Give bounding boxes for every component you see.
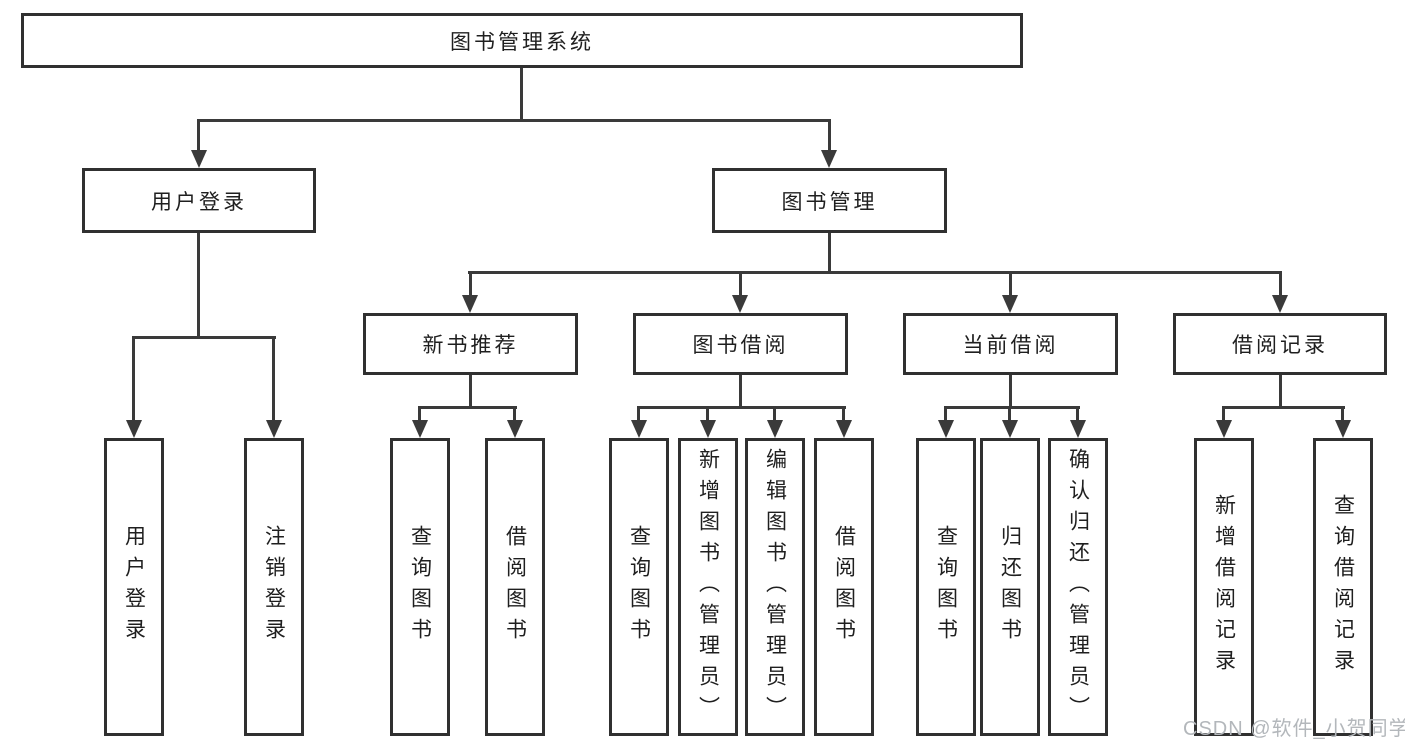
- connector-borrow-rail: [637, 406, 846, 409]
- node-label: 新书推荐: [422, 334, 519, 357]
- connector-recommend-stem: [469, 375, 472, 409]
- leaf-borrow-books-borrow: 借阅图书: [814, 438, 874, 736]
- connector-leaf-stem: [1222, 406, 1225, 422]
- leaf-logout: 注销登录: [244, 438, 304, 736]
- arrowhead-down-icon: [1216, 420, 1232, 438]
- arrowhead-down-icon: [1272, 295, 1288, 313]
- connector-borrow-stem: [739, 375, 742, 409]
- leaf-query-books-recommend: 查询图书: [390, 438, 450, 736]
- connector-to-leaf-user-login: [132, 336, 135, 422]
- connector-leaf-stem: [637, 406, 640, 422]
- node-label: 图书借阅: [692, 334, 789, 357]
- connector-to-borrow: [739, 271, 742, 297]
- leaf-edit-books-admin: 编辑图书（管理员）: [745, 438, 805, 736]
- leaf-query-books-current: 查询图书: [916, 438, 976, 736]
- leaf-label: 查询借阅记录: [1331, 494, 1355, 680]
- leaf-add-books-admin: 新增图书（管理员）: [678, 438, 738, 736]
- connector-leaf-stem: [1076, 406, 1079, 422]
- connector-leaf-stem: [418, 406, 421, 422]
- leaf-return-books: 归还图书: [980, 438, 1040, 736]
- node-label: 当前借阅: [962, 334, 1059, 357]
- leaf-label: 用户登录: [122, 525, 146, 649]
- connector-to-leaf-logout: [272, 336, 275, 422]
- leaf-label: 新增借阅记录: [1212, 494, 1236, 680]
- leaf-label: 查询图书: [627, 525, 651, 649]
- arrowhead-down-icon: [507, 420, 523, 438]
- leaf-add-borrow-record: 新增借阅记录: [1194, 438, 1254, 736]
- arrowhead-down-icon: [191, 150, 207, 168]
- node-label: 用户登录: [151, 190, 247, 214]
- connector-leaf-stem: [842, 406, 845, 422]
- leaf-label: 注销登录: [262, 525, 286, 649]
- connector-records-rail: [1222, 406, 1345, 409]
- node-label: 图书管理: [781, 190, 878, 214]
- connector-to-recommend: [469, 271, 472, 297]
- connector-leaf-stem: [1008, 406, 1011, 422]
- node-library-management-system: 图书管理系统: [21, 13, 1023, 68]
- arrowhead-down-icon: [126, 420, 142, 438]
- connector-user-login-rail: [132, 336, 276, 339]
- node-current-borrowing: 当前借阅: [903, 313, 1118, 375]
- connector-to-records: [1279, 271, 1282, 297]
- csdn-watermark: CSDN @软件_小贺同学: [1183, 718, 1405, 740]
- arrowhead-down-icon: [1002, 420, 1018, 438]
- connector-to-user-login: [197, 119, 200, 152]
- leaf-borrow-books-recommend: 借阅图书: [485, 438, 545, 736]
- arrowhead-down-icon: [938, 420, 954, 438]
- connector-leaf-stem: [944, 406, 947, 422]
- leaf-label: 归还图书: [998, 525, 1022, 649]
- node-borrowing-records: 借阅记录: [1173, 313, 1387, 375]
- connector-to-book-management: [828, 119, 831, 152]
- arrowhead-down-icon: [631, 420, 647, 438]
- arrowhead-down-icon: [1002, 295, 1018, 313]
- arrowhead-down-icon: [1070, 420, 1086, 438]
- arrowhead-down-icon: [732, 295, 748, 313]
- connector-book-management-rail: [468, 271, 1282, 274]
- leaf-label: 借阅图书: [832, 525, 856, 649]
- node-user-login: 用户登录: [82, 168, 316, 233]
- connector-leaf-stem: [706, 406, 709, 422]
- connector-leaf-stem: [513, 406, 516, 422]
- leaf-query-borrow-record: 查询借阅记录: [1313, 438, 1373, 736]
- connector-book-management-stem: [828, 233, 831, 274]
- leaf-label: 新增图书（管理员）: [696, 447, 720, 727]
- arrowhead-down-icon: [462, 295, 478, 313]
- leaf-user-login: 用户登录: [104, 438, 164, 736]
- arrowhead-down-icon: [266, 420, 282, 438]
- connector-root-stem: [520, 68, 523, 119]
- leaf-query-books-borrow: 查询图书: [609, 438, 669, 736]
- leaf-label: 查询图书: [934, 525, 958, 649]
- leaf-label: 编辑图书（管理员）: [763, 447, 787, 727]
- connector-recommend-rail: [418, 406, 517, 409]
- connector-current-stem: [1009, 375, 1012, 409]
- node-book-management: 图书管理: [712, 168, 947, 233]
- leaf-label: 确认归还（管理员）: [1066, 447, 1090, 727]
- arrowhead-down-icon: [1335, 420, 1351, 438]
- arrowhead-down-icon: [821, 150, 837, 168]
- arrowhead-down-icon: [836, 420, 852, 438]
- connector-leaf-stem: [773, 406, 776, 422]
- connector-root-rail: [197, 119, 831, 122]
- arrowhead-down-icon: [412, 420, 428, 438]
- leaf-label: 借阅图书: [503, 525, 527, 649]
- connector-leaf-stem: [1341, 406, 1344, 422]
- connector-to-current: [1009, 271, 1012, 297]
- node-book-borrowing: 图书借阅: [633, 313, 848, 375]
- node-label: 图书管理系统: [450, 30, 594, 54]
- connector-user-login-stem: [197, 233, 200, 339]
- arrowhead-down-icon: [767, 420, 783, 438]
- connector-records-stem: [1279, 375, 1282, 409]
- arrowhead-down-icon: [700, 420, 716, 438]
- leaf-label: 查询图书: [408, 525, 432, 649]
- node-label: 借阅记录: [1232, 334, 1328, 357]
- connector-current-rail: [944, 406, 1080, 409]
- leaf-confirm-return-admin: 确认归还（管理员）: [1048, 438, 1108, 736]
- node-new-book-recommendation: 新书推荐: [363, 313, 578, 375]
